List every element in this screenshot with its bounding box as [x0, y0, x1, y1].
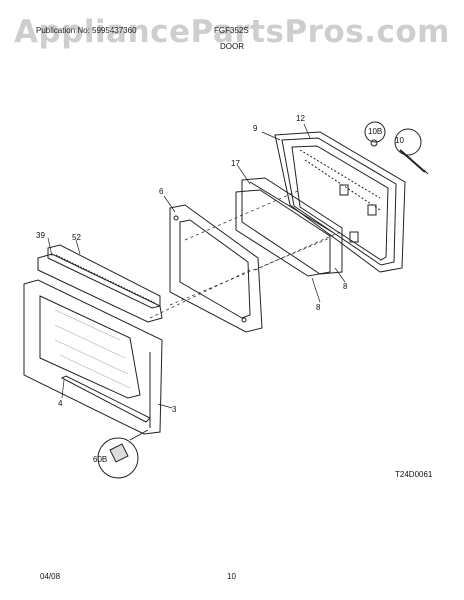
callout-9: 9	[253, 124, 258, 133]
footer-date: 04/08	[40, 572, 61, 581]
leader-lines	[47, 123, 346, 409]
diagram-title: DOOR	[220, 42, 244, 51]
callout-39: 39	[36, 231, 45, 240]
callout-3: 3	[172, 405, 177, 414]
door-outer-panel	[23, 279, 163, 435]
callout-12: 12	[296, 114, 305, 123]
callout-8-lower: 8	[316, 303, 321, 312]
callout-52: 52	[72, 233, 81, 242]
door-back-panel	[274, 131, 406, 273]
figure-code: T24D0061	[395, 470, 433, 479]
door-handle	[37, 244, 163, 323]
door-inner-frame	[169, 204, 263, 333]
footer-page-number: 10	[227, 572, 236, 581]
screw-detail	[364, 121, 429, 175]
publication-number: Publication No: 5995437360	[36, 26, 137, 35]
callout-8-upper: 8	[343, 282, 348, 291]
callout-4: 4	[58, 399, 63, 408]
callout-10: 10	[395, 136, 404, 145]
callout-60b: 60B	[93, 455, 107, 464]
watermark: AppliancePartsPros.com	[14, 14, 450, 50]
alignment-lines	[149, 189, 341, 319]
door-window-pattern	[54, 309, 131, 389]
callout-6: 6	[159, 187, 164, 196]
door-bottom-trim	[60, 375, 151, 423]
screw-60b-detail	[97, 429, 149, 479]
model-number: FGF352S	[214, 26, 249, 35]
door-glass	[235, 177, 343, 277]
callout-10b: 10B	[368, 127, 382, 136]
callout-17: 17	[231, 159, 240, 168]
